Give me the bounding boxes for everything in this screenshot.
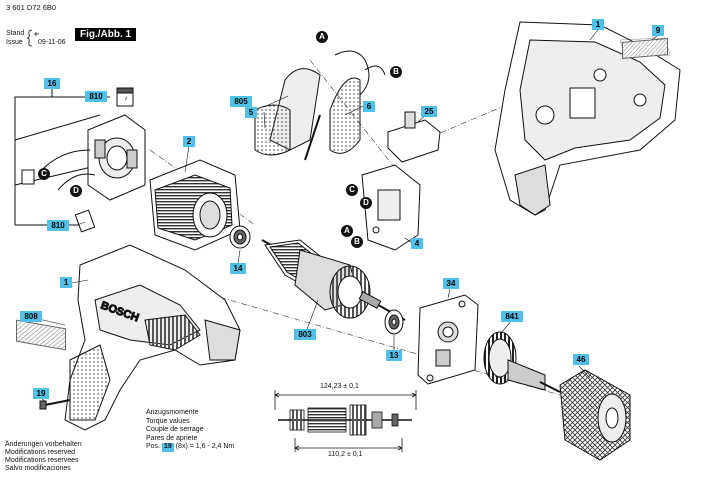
torque-pos-line: Pos. 19 (8x) = 1,6 - 2,4 Nm [146, 443, 234, 452]
part-label-14: 14 [230, 263, 246, 274]
part-label-803: 803 [294, 329, 316, 340]
part-label-25: 25 [421, 106, 437, 117]
torque-line-de: Anzugsmomente [146, 409, 199, 416]
part-label-4: 4 [411, 238, 423, 249]
torque-pos-rest: (8x) = 1,6 - 2,4 Nm [175, 443, 235, 450]
notice-line-es: Salvo modificaciones [5, 465, 71, 472]
connector-b-switch: B [351, 236, 363, 248]
part-label-34: 34 [443, 278, 459, 289]
part-label-6: 6 [363, 101, 375, 112]
part-label-810-top: 810 [85, 91, 107, 102]
torque-line-en: Torque values [146, 417, 190, 425]
torque-values: Anzugsmomente Torque values Couple de se… [146, 409, 234, 452]
stand-label: Stand [6, 30, 25, 37]
torque-line-fr: Couple de serrage [146, 426, 204, 433]
notice-line-fr: Modifications reservees [5, 457, 79, 464]
part-label-2: 2 [183, 136, 195, 147]
part-label-805: 805 [230, 96, 252, 107]
part-label-808: 808 [20, 311, 42, 322]
notice-line-de: Änderungen vorbehalten [5, 441, 82, 448]
torque-line-es: Pares de apriete [146, 434, 198, 442]
dimension-top: 124,23 ± 0,1 [320, 383, 359, 390]
part-label-46: 46 [573, 354, 589, 365]
part-label-841: 841 [501, 311, 523, 322]
dimension-bottom: 110,2 ± 0,1 [328, 451, 363, 458]
connector-d-switch: D [360, 197, 372, 209]
stand-issue-brace-icon [26, 29, 40, 47]
notice-line-en: Modifications reserved [5, 449, 76, 456]
connector-d-left: D [70, 185, 82, 197]
connector-b-top: B [390, 66, 402, 78]
modification-notice: Änderungen vorbehalten Modifications res… [5, 441, 82, 473]
date-code: 09-11-06 [38, 39, 66, 46]
part-label-1-housing: 1 [592, 19, 604, 30]
torque-pos-prefix: Pos. [146, 443, 161, 450]
issue-label: Issue [6, 39, 23, 46]
figure-label: Fig./Abb. 1 [75, 28, 137, 41]
doc-number: 3 601 D72 6B0 [6, 3, 57, 12]
torque-pos-ref: 19 [161, 443, 174, 452]
part-label-9: 9 [652, 25, 664, 36]
part-label-13: 13 [386, 350, 402, 361]
part-label-810-bottom: 810 [47, 220, 69, 231]
connector-c-left: C [38, 168, 50, 180]
part-label-1-assembled: 1 [60, 277, 72, 288]
connector-a-switch: A [341, 225, 353, 237]
part-label-19: 19 [33, 388, 49, 399]
part-label-5: 5 [245, 107, 257, 118]
part-label-16: 16 [44, 78, 60, 89]
connector-a-top: A [316, 31, 328, 43]
connector-c-switch: C [346, 184, 358, 196]
